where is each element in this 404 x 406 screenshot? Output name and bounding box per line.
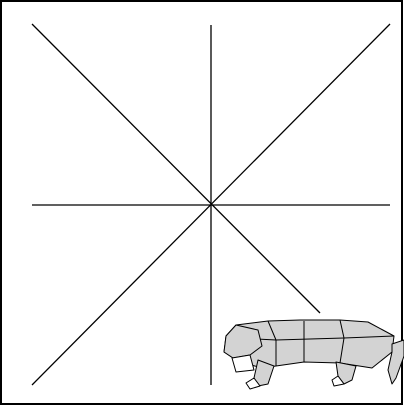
animal-mouth bbox=[232, 355, 254, 372]
